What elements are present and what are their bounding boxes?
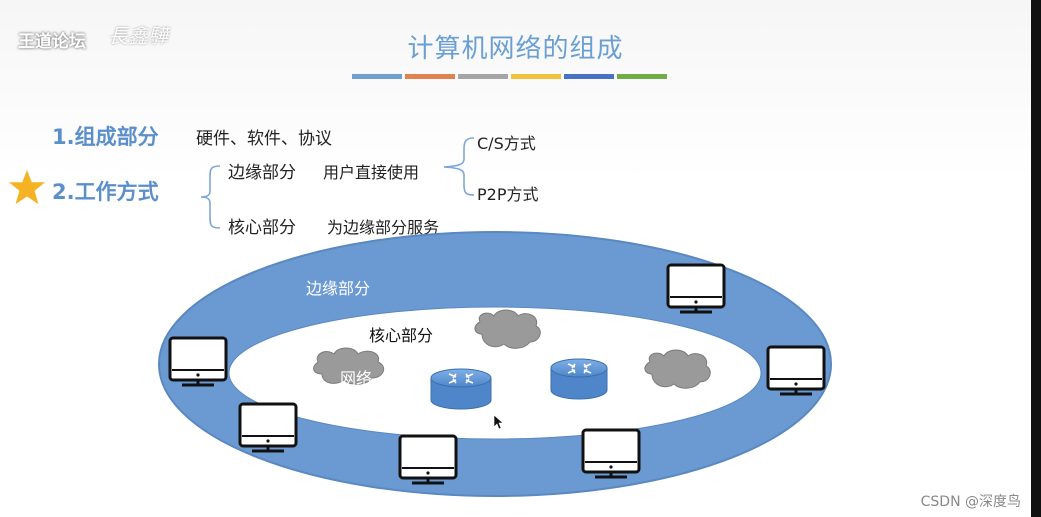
mode-cs: C/S方式 xyxy=(477,134,536,153)
cloud-icon xyxy=(474,309,541,349)
cloud-icon xyxy=(644,349,711,389)
slide-title: 计算机网络的组成 xyxy=(407,34,624,64)
title-bar-seg-5 xyxy=(564,74,614,79)
star-icon xyxy=(8,169,46,205)
computer-icon xyxy=(238,402,298,453)
title-underline-bar xyxy=(352,74,667,79)
core-part-text: 为边缘部分服务 xyxy=(327,218,440,237)
router-icon xyxy=(550,358,608,400)
title-bar-seg-3 xyxy=(458,74,508,79)
title-bar-seg-2 xyxy=(405,74,455,79)
computer-icon xyxy=(766,345,826,396)
title-bar-seg-6 xyxy=(617,74,667,79)
router-icon xyxy=(430,368,492,410)
computer-icon xyxy=(168,336,228,387)
title-bar-seg-1 xyxy=(352,74,402,79)
computer-icon xyxy=(666,263,726,314)
mode-p2p: P2P方式 xyxy=(477,185,539,204)
logo-script-mark: 長鑫驊 xyxy=(108,24,168,48)
network-cloud-label: 网络 xyxy=(340,369,373,388)
section1-heading: 1.组成部分 xyxy=(52,125,159,149)
brace-main xyxy=(200,165,221,229)
mouse-cursor-icon xyxy=(493,414,504,430)
edge-part-label: 边缘部分 xyxy=(228,163,296,183)
network-diagram xyxy=(158,231,832,497)
core-part-label: 核心部分 xyxy=(228,218,296,238)
section2-heading: 2.工作方式 xyxy=(52,180,159,204)
watermark: CSDN @深度鸟 xyxy=(920,494,1021,510)
core-part-diagram-label: 核心部分 xyxy=(369,326,434,345)
right-edge-bar xyxy=(1031,0,1041,517)
edge-part-diagram-label: 边缘部分 xyxy=(306,279,371,298)
cloud-icon xyxy=(313,347,385,385)
section1-text: 硬件、软件、协议 xyxy=(196,129,332,149)
edge-part-text: 用户直接使用 xyxy=(323,163,420,182)
brace-modes xyxy=(443,137,475,196)
computer-icon xyxy=(398,434,458,485)
computer-icon xyxy=(581,428,641,479)
title-bar-seg-4 xyxy=(511,74,561,79)
logo-text: 王道论坛 xyxy=(18,32,86,52)
core-area xyxy=(228,306,762,440)
